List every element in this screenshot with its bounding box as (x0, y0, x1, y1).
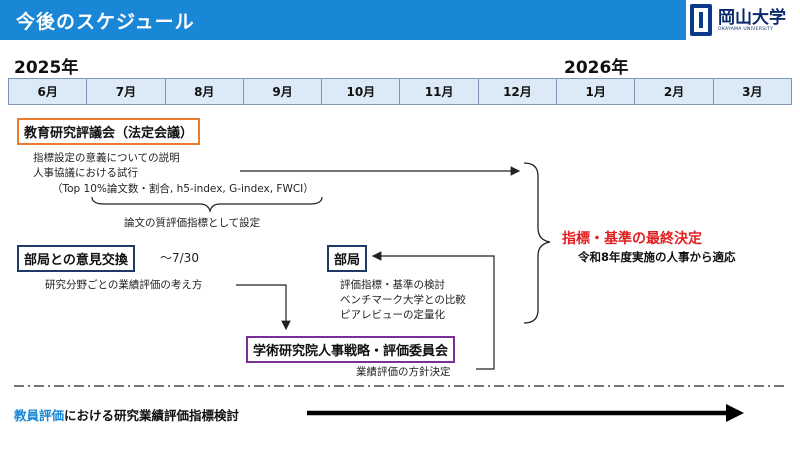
month-cell: 3月 (742, 85, 763, 99)
bottom-caption: 教員評価における研究業績評価指標検討 (14, 405, 239, 424)
year-label-2025: 2025年 (14, 58, 79, 78)
year-label-2026: 2026年 (564, 58, 629, 78)
logo-mark-inner (699, 12, 703, 28)
council-note-2: 人事協議における試行 (33, 167, 138, 179)
brace-label: 論文の質評価指標として設定 (124, 217, 261, 229)
exchange-deadline: 〜7/30 (160, 251, 199, 265)
month-cell: 11月 (400, 79, 479, 104)
final-decision-title: 指標・基準の最終決定 (562, 231, 702, 247)
month-cell: 6月 (9, 79, 88, 104)
committee-box: 学術研究院人事戦略・評価委員会 (246, 336, 456, 363)
logo-subtitle: OKAYAMA UNIVERSITY (718, 27, 774, 32)
department-note-2: ベンチマーク大学との比較 (340, 294, 466, 306)
header-bar: 今後のスケジュール (0, 0, 686, 40)
university-logo: 岡山大学 OKAYAMA UNIVERSITY (690, 2, 798, 40)
exchange-box: 部局との意見交換 (17, 245, 135, 272)
month-timeline: 6月 7月 8月 9月 10月 11月 12月 1月 2月 3月 (8, 78, 792, 105)
month-cell: 10月 (322, 79, 401, 104)
council-brace (91, 196, 323, 214)
council-box: 教育研究評議会（法定会議） (17, 118, 201, 145)
council-note-1: 指標設定の意義についての説明 (33, 152, 180, 164)
month-cell: 12月 (479, 79, 558, 104)
committee-note: 業績評価の方針決定 (356, 366, 451, 378)
month-cell: 2月 (635, 79, 714, 104)
department-box: 部局 (327, 245, 368, 272)
exchange-note: 研究分野ごとの業績評価の考え方 (45, 279, 203, 291)
decision-brace (523, 162, 551, 324)
month-cell: 7月 (87, 79, 166, 104)
logo-mark-icon (690, 4, 712, 36)
department-note-1: 評価指標・基準の検討 (340, 279, 445, 291)
department-note-3: ピアレビューの定量化 (340, 309, 445, 321)
council-note-3: （Top 10%論文数・割合, h5-index, G-index, FWCI） (52, 183, 314, 195)
month-cell: 8月 (166, 79, 244, 104)
page-title: 今後のスケジュール (16, 11, 195, 33)
logo-name: 岡山大学 (718, 8, 786, 28)
final-decision-subtitle: 令和8年度実施の人事から適応 (578, 250, 736, 264)
bottom-caption-highlight: 教員評価 (14, 408, 65, 423)
bottom-timeline-arrowhead (726, 404, 744, 422)
bottom-caption-rest: における研究業績評価指標検討 (64, 408, 240, 423)
month-cell: 1月 (557, 79, 636, 104)
exchange-to-committee-arrow (236, 284, 291, 331)
month-cell: 9月 (244, 79, 323, 104)
